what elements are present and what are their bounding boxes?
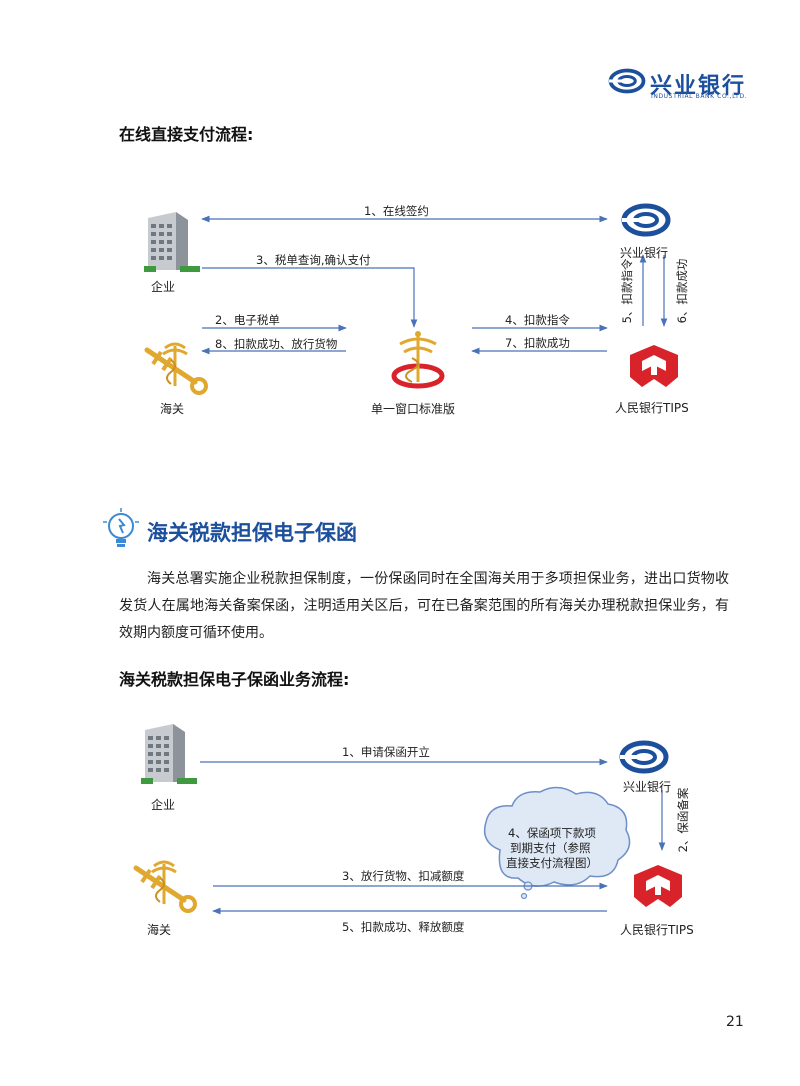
step4-label: 4、扣款指令 — [505, 313, 570, 327]
node-bank: 兴业银行 — [620, 246, 669, 260]
section2-paragraph: 海关总署实施企业税款担保制度，一份保函同时在全国海关用于多项担保业务，进出口货物… — [119, 571, 729, 641]
cloud-text-line3: 直接支付流程图） — [506, 856, 598, 870]
step6-label: 6、扣款成功 — [675, 258, 689, 324]
customs-emblem-icon-2 — [136, 862, 195, 911]
step2-3-label: 3、放行货物、扣减额度 — [342, 869, 465, 883]
cloud-callout — [483, 786, 631, 900]
cloud-text-line1: 4、保函项下款项 — [508, 826, 596, 840]
single-window-icon — [391, 331, 445, 389]
section1-title: 在线直接支付流程: — [119, 125, 254, 144]
step2-5-label: 5、扣款成功、释放额度 — [342, 920, 465, 934]
node-tips: 人民银行TIPS — [615, 401, 689, 415]
node-single-window: 单一窗口标准版 — [371, 402, 456, 416]
pboc-icon-2 — [634, 865, 682, 907]
step2-label: 2、电子税单 — [215, 313, 280, 327]
step2-2-label: 2、保函备案 — [676, 787, 690, 853]
customs-emblem-icon — [147, 344, 206, 393]
step5-label: 5、扣款指令 — [620, 258, 634, 324]
node2-bank: 兴业银行 — [623, 780, 672, 794]
arrow-step3 — [202, 267, 418, 328]
cloud-text-line2: 到期支付（参照 — [510, 841, 591, 855]
section2-heading: 海关税款担保电子保函 — [147, 521, 357, 545]
node2-customs: 海关 — [147, 923, 172, 937]
node2-company: 企业 — [151, 798, 176, 812]
page-number: 21 — [726, 1014, 744, 1030]
step2-1-label: 1、申请保函开立 — [342, 745, 430, 759]
bank-name-en: INDUSTRIAL BANK CO.,LTD. — [651, 93, 748, 100]
bank-name: 兴业银行 — [650, 74, 747, 99]
step8-label: 8、扣款成功、放行货物 — [215, 337, 338, 351]
node-company: 企业 — [151, 280, 176, 294]
bank-node-icon-2 — [620, 743, 666, 771]
lightbulb-icon — [103, 508, 139, 547]
section2-flow-title: 海关税款担保电子保函业务流程: — [119, 670, 350, 689]
step1-label: 1、在线签约 — [364, 204, 429, 218]
node-customs: 海关 — [160, 402, 185, 416]
step7-label: 7、扣款成功 — [505, 336, 570, 350]
bank-node-icon — [622, 206, 668, 234]
step3-label: 3、税单查询,确认支付 — [256, 253, 371, 267]
company-building-icon — [144, 212, 200, 272]
company-building-icon-2 — [141, 724, 197, 784]
pboc-icon — [630, 345, 678, 387]
bank-logo-icon — [607, 68, 646, 94]
node2-tips: 人民银行TIPS — [620, 923, 694, 937]
